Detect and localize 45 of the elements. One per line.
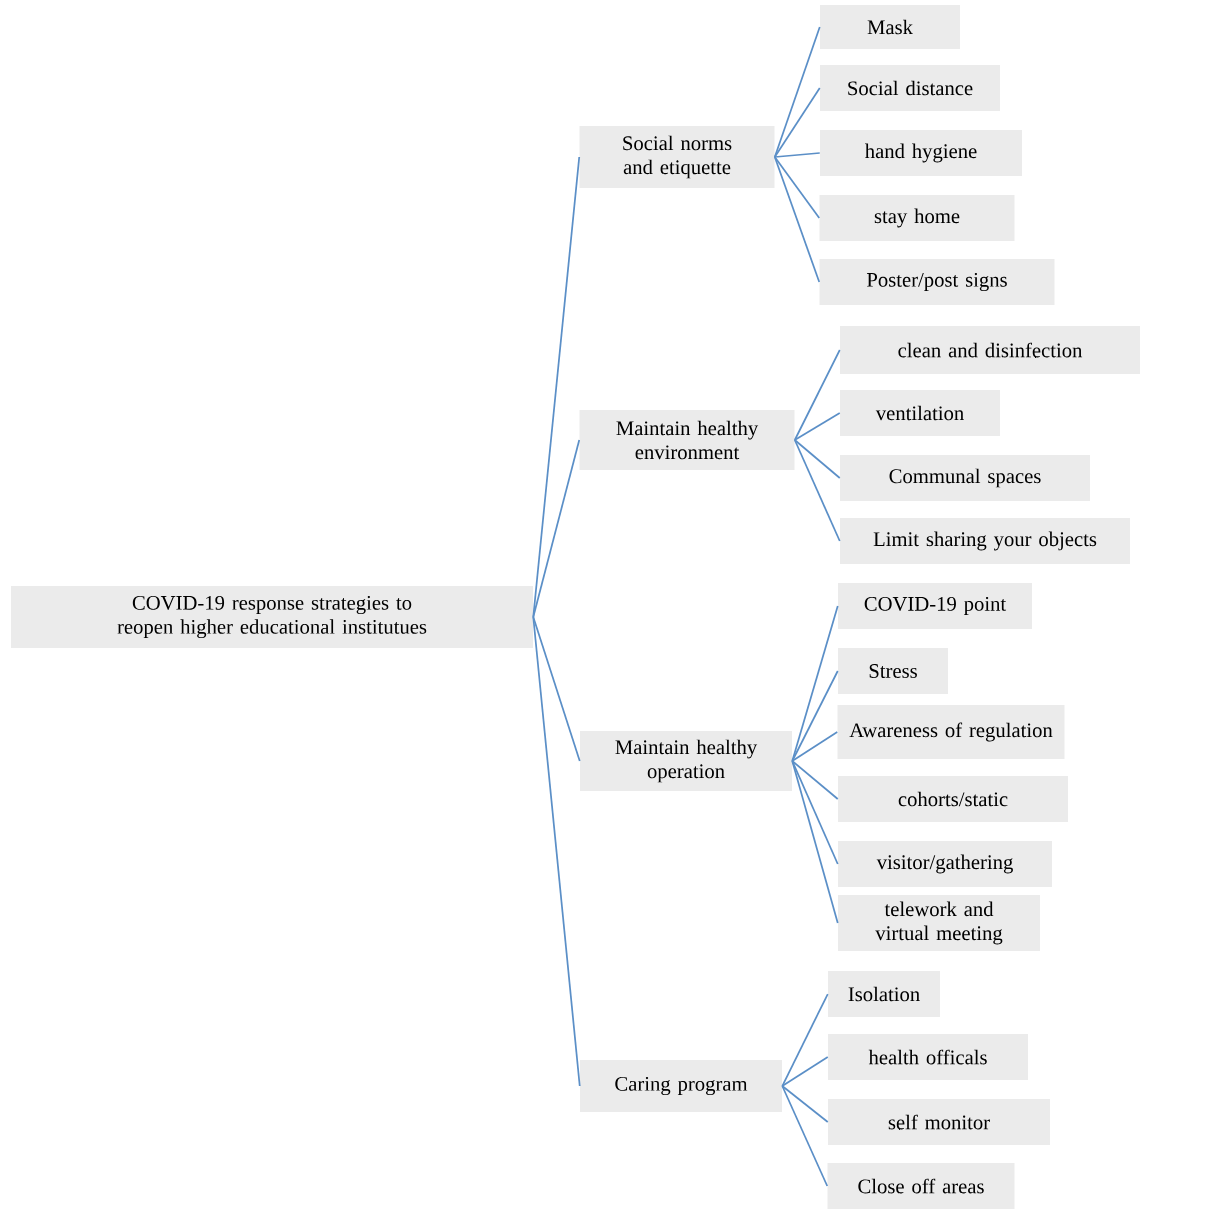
connector-line — [791, 760, 839, 924]
text-box: stay home — [819, 195, 1015, 241]
connector-line — [791, 731, 839, 762]
connector-line — [781, 1056, 829, 1087]
text-box: hand hygiene — [820, 130, 1022, 176]
connector-line — [532, 439, 581, 618]
text-box: Stress — [838, 648, 948, 694]
text-box: Maintain healthy environment — [579, 410, 795, 470]
connector-line — [793, 439, 841, 542]
text-box: Isolation — [828, 971, 940, 1017]
text-box: Social norms and etiquette — [579, 126, 775, 188]
text-box: Social distance — [820, 65, 1000, 111]
connector-line — [773, 156, 821, 219]
text-box: COVID-19 response strategies to reopen higher educational institutues — [11, 586, 533, 648]
text-box: Mask — [820, 5, 960, 49]
text-box: COVID-19 point — [838, 583, 1032, 629]
text-box: visitor/gathering — [838, 841, 1052, 887]
connector-line — [781, 1085, 829, 1123]
connector-line — [793, 412, 841, 441]
text-box: Limit sharing your objects — [840, 518, 1130, 564]
connector-line — [781, 993, 829, 1087]
connector-line — [773, 87, 821, 158]
text-box: Caring program — [580, 1060, 782, 1112]
connector-line — [773, 156, 821, 283]
connector-line — [532, 616, 581, 1087]
connector-line — [773, 26, 821, 158]
text-box: telework and virtual meeting — [838, 895, 1040, 951]
text-box: Communal spaces — [840, 455, 1090, 501]
connector-line — [793, 439, 841, 479]
text-box: Maintain healthy operation — [580, 731, 792, 791]
text-box: clean and disinfection — [840, 326, 1140, 374]
connector-line — [781, 1085, 829, 1187]
text-box: Close off areas — [827, 1163, 1015, 1209]
text-box: cohorts/static — [838, 776, 1068, 822]
connector-line — [793, 349, 841, 441]
connector-line — [773, 152, 821, 158]
connector-line — [791, 605, 839, 762]
connector-line — [791, 760, 839, 800]
text-box: self monitor — [828, 1099, 1050, 1145]
connector-line — [532, 616, 581, 762]
connector-line — [791, 670, 839, 762]
text-box: Poster/post signs — [819, 259, 1055, 305]
text-box: health officals — [828, 1034, 1028, 1080]
text-box: Awareness of regulation — [837, 705, 1065, 759]
text-box: ventilation — [840, 390, 1000, 436]
